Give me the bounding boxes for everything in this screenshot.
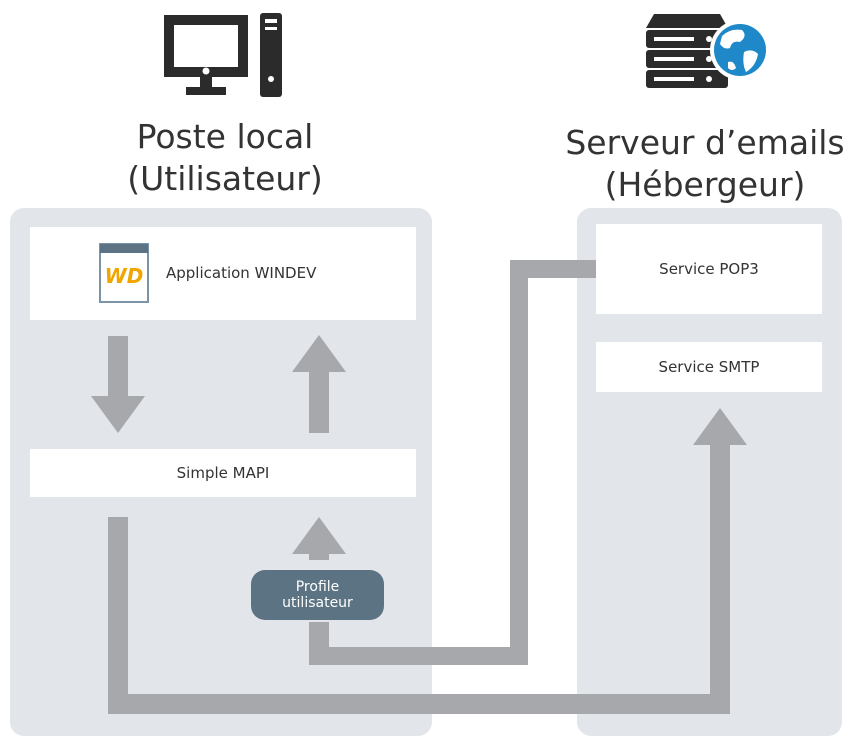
user-profile-line1: Profile [295, 579, 340, 595]
pop3-service-label: Service POP3 [659, 260, 759, 278]
windev-logo-text: WD [105, 264, 144, 288]
windev-document-icon: WD [99, 243, 149, 303]
email-server-title-line2: (Hébergeur) [604, 165, 806, 204]
pop3-service-box: Service POP3 [596, 224, 822, 314]
local-station-title: Poste local (Utilisateur) [60, 116, 390, 200]
local-station-title-line2: (Utilisateur) [127, 159, 323, 198]
server-globe-icon [646, 14, 770, 88]
local-station-title-line1: Poste local [136, 117, 314, 156]
smtp-service-box: Service SMTP [596, 342, 822, 392]
arrow-pop3-to-profile [309, 260, 596, 665]
email-server-title: Serveur d’emails (Hébergeur) [560, 122, 848, 206]
email-server-title-line1: Serveur d’emails [565, 123, 845, 162]
smtp-service-label: Service SMTP [658, 358, 760, 376]
simple-mapi-box: Simple MAPI [30, 449, 416, 497]
arrow-mapi-to-app [292, 335, 346, 433]
desktop-computer-icon [164, 13, 282, 97]
user-profile-badge: Profile utilisateur [251, 570, 384, 620]
simple-mapi-label: Simple MAPI [176, 464, 270, 482]
user-profile-line2: utilisateur [282, 595, 353, 611]
application-label: Application WINDEV [166, 264, 317, 282]
arrow-app-to-mapi [91, 336, 145, 433]
arrow-profile-to-mapi [292, 517, 346, 560]
arrow-mapi-to-smtp [108, 408, 747, 714]
application-box [30, 227, 416, 320]
